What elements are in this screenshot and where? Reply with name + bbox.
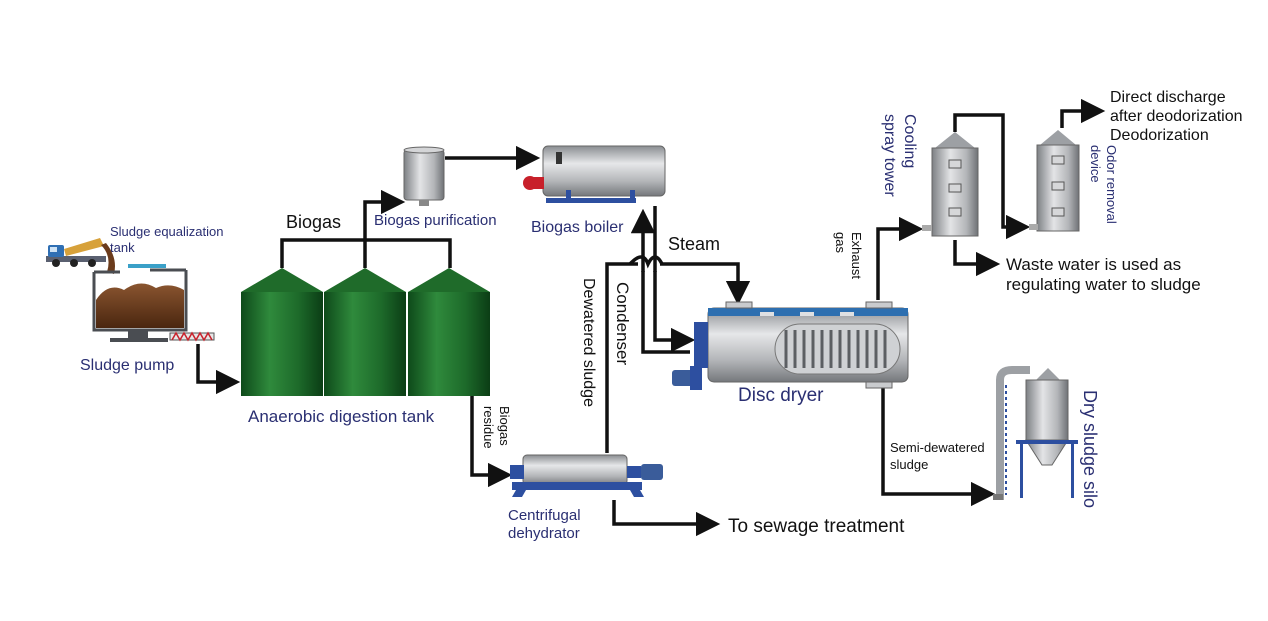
label-condenser: Condenser [613, 282, 632, 366]
odor-removal-device [1029, 130, 1080, 232]
label-biogas: Biogas [286, 212, 341, 232]
flow-steam-to-dryer [653, 206, 696, 353]
label-waste-water-1: Waste water is used as [1006, 255, 1181, 274]
label-anaerobic-digestion-tank: Anaerobic digestion tank [248, 407, 435, 426]
flow-biogas-to-purification [363, 189, 406, 240]
biogas-boiler [523, 145, 666, 203]
label-biogas-purification: Biogas purification [374, 212, 497, 229]
boiler-burner-icon [523, 176, 544, 190]
cooling-spray-tower [922, 132, 979, 237]
flow-semi-dewatered [881, 385, 996, 507]
label-sludge-equalization-tank-2: tank [110, 240, 135, 255]
digester-tank-2 [324, 268, 406, 396]
label-sludge-pump: Sludge pump [80, 357, 174, 374]
flow-odor-outlet [1060, 98, 1106, 128]
label-cooling-spray-tower-2: spray tower [881, 114, 898, 197]
label-to-sewage-treatment: To sewage treatment [728, 516, 905, 537]
label-semi-dewatered-sludge-2: sludge [890, 457, 928, 472]
digester-tank-1 [241, 268, 323, 396]
label-direct-discharge-3: Deodorization [1110, 127, 1209, 144]
label-semi-dewatered-sludge-1: Semi-dewatered [890, 440, 985, 455]
label-direct-discharge-2: after deodorization [1110, 108, 1243, 125]
flow-to-sewage [612, 500, 721, 537]
digester-tank-3 [408, 268, 490, 396]
labels: Sludge equalization tank Sludge pump Bio… [80, 89, 1243, 542]
label-disc-dryer: Disc dryer [738, 385, 824, 406]
label-centrifugal-dehydrator-1: Centrifugal [508, 507, 581, 524]
dryer-discs [784, 330, 887, 368]
flow-lines [196, 98, 1106, 537]
flow-exhaust-gas [876, 216, 924, 300]
centrifugal-dehydrator [510, 454, 663, 497]
anaerobic-digestion-tanks [241, 268, 490, 396]
label-exhaust-gas-2: gas [833, 232, 848, 253]
label-steam: Steam [668, 234, 720, 254]
sludge-pump-icon [169, 331, 215, 342]
disc-dryer [672, 301, 909, 390]
truck-icon [46, 238, 106, 267]
label-cooling-spray-tower-1: Cooling [901, 114, 918, 168]
label-biogas-residue-1: Biogas [497, 406, 512, 446]
flow-residue-to-centrifuge [470, 388, 513, 488]
biogas-purification-unit [403, 146, 445, 206]
flow-dewatered-sludge [605, 262, 751, 453]
label-dewatered-sludge: Dewatered sludge [580, 278, 597, 407]
line-crossings [628, 255, 664, 272]
dry-sludge-silo [993, 366, 1078, 500]
label-centrifugal-dehydrator-2: dehydrator [508, 525, 580, 542]
flow-tower-to-odor [953, 113, 1031, 240]
label-direct-discharge-1: Direct discharge [1110, 89, 1226, 106]
sludge-equalization-tank [46, 238, 215, 342]
flow-waste-water [953, 240, 1001, 277]
label-sludge-equalization-tank-1: Sludge equalization [110, 224, 223, 239]
label-biogas-residue-2: residue [481, 406, 496, 449]
label-dry-sludge-silo: Dry sludge silo [1080, 390, 1100, 508]
flow-pump-to-digester [196, 344, 241, 395]
label-odor-removal-device-1: Odor removal [1104, 145, 1119, 224]
label-waste-water-2: regulating water to sludge [1006, 275, 1201, 294]
label-odor-removal-device-2: device [1088, 145, 1103, 183]
label-biogas-boiler: Biogas boiler [531, 219, 624, 236]
label-exhaust-gas-1: Exhaust [849, 232, 864, 279]
